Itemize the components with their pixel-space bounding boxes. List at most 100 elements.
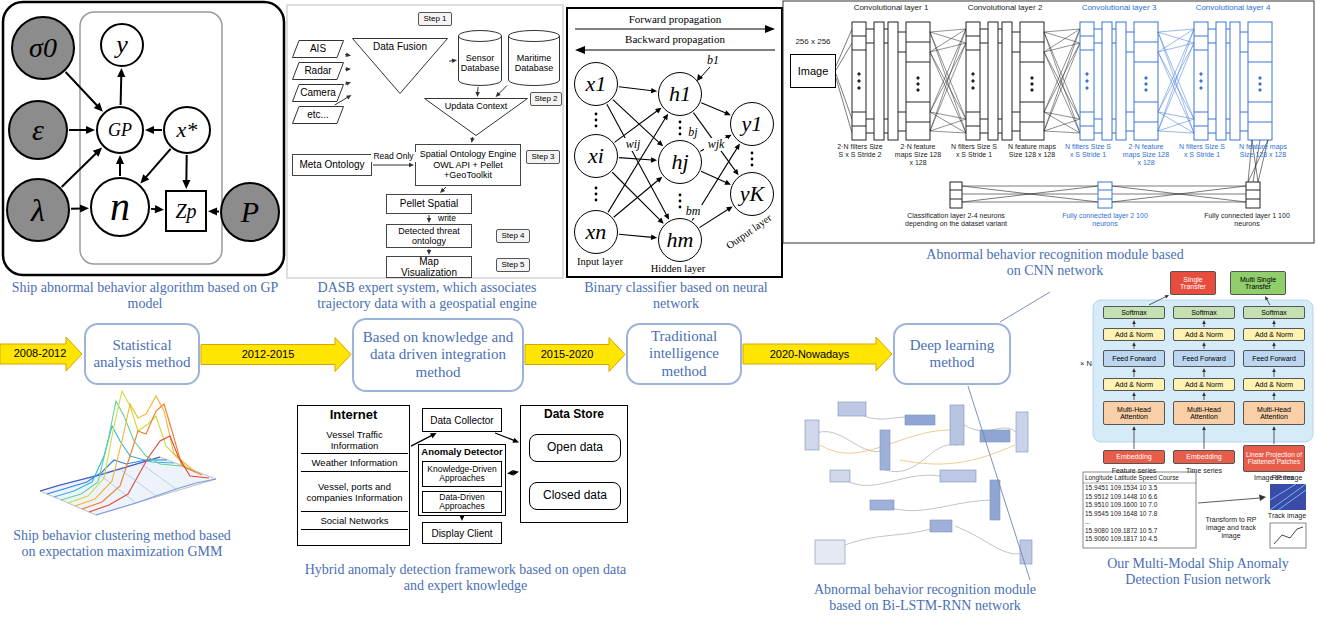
node-text: σ0 — [29, 34, 57, 62]
connector-line — [1134, 371, 1135, 377]
weight-label: wjk — [704, 138, 728, 151]
node-text: Deep learning method — [901, 337, 1003, 372]
embedding-block: Embedding — [1173, 450, 1235, 464]
connector-line — [443, 187, 446, 190]
connector-line — [619, 87, 653, 91]
module-label: Time series — [1173, 467, 1235, 475]
layer-annotation: 2·N feature maps Size 128 x 128 — [893, 143, 943, 166]
connector-line — [619, 234, 652, 237]
arrowhead — [733, 169, 739, 175]
connector-line — [1204, 323, 1205, 327]
connector-line — [62, 152, 97, 186]
process-box: Knowledge-Driven Approaches — [422, 461, 502, 487]
node-text: Feed Forward — [1182, 355, 1226, 362]
connector — [440, 187, 446, 193]
parallelogram — [293, 107, 344, 124]
year-label: 2008-2012 — [8, 347, 72, 359]
connector — [66, 72, 103, 112]
connector — [743, 337, 892, 371]
connector-line — [1274, 345, 1275, 349]
database-cylinder: Sensor Database — [458, 30, 502, 86]
connector — [151, 205, 164, 213]
node-text: Detected threat ontology — [390, 226, 468, 247]
layer-annotation: N feature maps Size 128 x 128 — [1007, 143, 1057, 159]
ffn-block: Feed Forward — [1103, 350, 1165, 367]
input-source: Camera — [292, 84, 344, 102]
layer-label: Input layer — [568, 256, 632, 268]
connector — [470, 137, 474, 143]
table-row: Longitude Latitude Speed Course — [1085, 474, 1195, 481]
node-text: y — [116, 32, 128, 58]
connector-line — [119, 162, 121, 176]
process-box: Display Client — [422, 522, 502, 544]
norm-block: Add & Norm — [1243, 378, 1305, 391]
table-row: 15.9545 109.1648 10 7.8 — [1085, 510, 1195, 517]
database-cylinder: Maritime Database — [508, 30, 560, 86]
input-image-box: Image — [790, 54, 836, 88]
node-text: Linear Projection of Flattened Patches — [1245, 452, 1303, 466]
attention-block: Multi-Head Attention — [1243, 401, 1305, 425]
node-text: Zp — [175, 201, 196, 221]
container-box: InternetVessel Traffic InformationWeathe… — [297, 405, 410, 546]
connector-line — [71, 207, 82, 209]
connector — [475, 87, 479, 97]
process-box: Pellet Spatial — [386, 194, 472, 214]
connector-line — [612, 172, 660, 220]
connector-line — [69, 129, 88, 131]
parallelogram — [293, 85, 344, 102]
process-box: Data Collector — [422, 408, 502, 432]
layer-annotation: Fully connected layer 2 100 neurons — [1055, 212, 1155, 228]
node-text: Internet — [330, 408, 378, 423]
node-text: Step 2 — [534, 94, 557, 103]
connector-line — [120, 75, 123, 105]
node-text: λ — [31, 194, 45, 226]
connector — [69, 126, 95, 134]
node-text: Embedding — [1116, 453, 1151, 460]
connector — [1132, 320, 1136, 327]
node-text: Data Collector — [430, 415, 493, 426]
embedding-block: Linear Projection of Flattened Patches — [1243, 445, 1305, 472]
node-text: Step 4 — [501, 231, 524, 240]
timeline-arrow — [0, 337, 82, 371]
node-text: Sensor Database — [460, 53, 500, 74]
connector — [1272, 320, 1276, 327]
connector-line — [429, 249, 430, 251]
embedding-block: Embedding — [1103, 450, 1165, 464]
connector — [116, 155, 124, 176]
parallelogram — [293, 63, 344, 80]
table-row: 15.9080 109.1872 10 5.7 — [1085, 527, 1195, 534]
weight-label: wij — [622, 138, 644, 151]
connector-line — [1274, 371, 1275, 377]
ffn-block: Feed Forward — [1243, 350, 1305, 367]
module-label: Transform to RP image and track image — [1200, 516, 1262, 539]
arrowhead — [734, 144, 739, 151]
cylinder-rim — [459, 36, 502, 42]
node-text: Closed data — [543, 489, 607, 503]
connector-line — [512, 472, 514, 474]
connector-line — [151, 208, 157, 210]
node-text: Display Client — [431, 528, 492, 539]
caption: Ship abnormal behavior algorithm based o… — [4, 280, 286, 311]
layer-annotation: Convolutional layer 2 — [951, 4, 1059, 13]
connector-line — [619, 158, 652, 160]
connector — [1132, 392, 1136, 400]
connector — [427, 249, 432, 255]
connector — [495, 433, 519, 443]
connector-line — [66, 72, 98, 106]
node-text: Multi-Head Attention — [1175, 406, 1233, 421]
connector-line — [1134, 395, 1135, 400]
connector — [427, 215, 432, 223]
cylinder — [509, 31, 560, 86]
layer-annotation: 256 x 256 — [787, 38, 839, 47]
layer-annotation: N filters Size S x S Stride 1 — [949, 143, 999, 159]
connector-line — [613, 100, 660, 143]
node-text: Add & Norm — [1185, 331, 1223, 338]
connector-line — [699, 209, 728, 228]
connector — [612, 172, 663, 223]
input-source: etc... — [292, 106, 344, 124]
node-text: Weather Information — [312, 458, 398, 468]
layer-annotation: Convolutional layer 4 — [1179, 4, 1287, 13]
process-triangle: Updata Context — [424, 98, 528, 136]
table-row: 15.9060 109.1817 10 4.5 — [1085, 535, 1195, 542]
node-text: Embedding — [1186, 453, 1221, 460]
